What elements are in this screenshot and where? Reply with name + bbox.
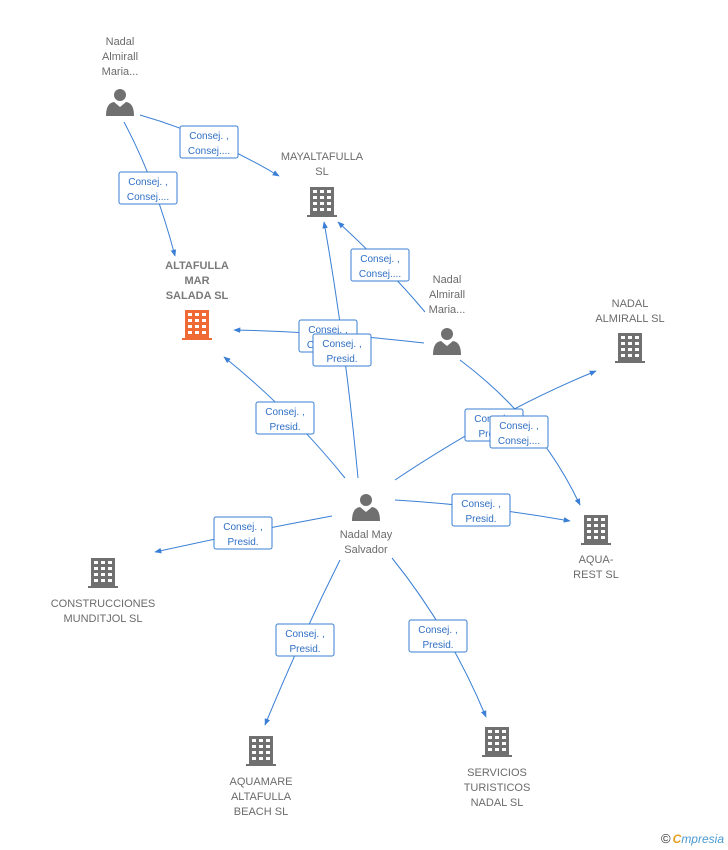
edge-label-text: Consej. , [461, 499, 500, 510]
brand-initial: C [672, 832, 682, 846]
edge-label-box [312, 333, 372, 367]
edge-label[interactable]: Consej. , Consej.... [489, 415, 549, 449]
nodes-layer: NadalAlmirallMaria...MAYALTAFULLASLALTAF… [51, 36, 665, 818]
node-label: AQUAMARE [230, 776, 293, 788]
edge-label[interactable]: Consej. , Presid. [255, 401, 315, 435]
edge-label[interactable]: Consej. , Presid. [408, 619, 468, 653]
node-label: NADAL SL [471, 797, 524, 809]
node-label: Almirall [429, 289, 465, 301]
copyright-icon: © [661, 831, 671, 846]
edge-labels-layer: Consej. ,Consej....Consej. ,Consej....Co… [118, 125, 549, 657]
building-icon [246, 736, 276, 766]
node-label: Nadal [433, 274, 462, 286]
person-icon [352, 494, 380, 521]
person-icon [433, 328, 461, 355]
edge-label-text: Consej.... [127, 192, 169, 203]
edge-label-box [275, 623, 335, 657]
edge-label-box [451, 493, 511, 527]
node-label: SL [315, 166, 328, 178]
edge-label-box [489, 415, 549, 449]
node-label: NADAL [612, 298, 649, 310]
brand-name: mpresia [681, 832, 724, 846]
edge-label[interactable]: Consej. , Presid. [451, 493, 511, 527]
node-label: CONSTRUCCIONES [51, 598, 156, 610]
node-label: MUNDITJOL SL [63, 613, 142, 625]
building-icon [88, 558, 118, 588]
edge-label-box [118, 171, 178, 205]
edge-label-text: Consej. , [418, 625, 457, 636]
node-label: Maria... [429, 304, 466, 316]
edge-label-text: Presid. [422, 640, 453, 651]
footer-brand[interactable]: ©Cmpresia [661, 831, 724, 846]
edge-label-text: Consej. , [265, 407, 304, 418]
edge-label-text: Consej. , [499, 421, 538, 432]
node-mayaltafulla[interactable]: MAYALTAFULLA SL [281, 151, 364, 217]
edge-label-text: Presid. [227, 537, 258, 548]
node-aqua-rest[interactable]: AQUA- REST SL [573, 515, 619, 581]
building-icon [615, 333, 645, 363]
node-label: REST SL [573, 569, 619, 581]
edge-label-text: Presid. [326, 354, 357, 365]
node-label: TURISTICOS [464, 782, 531, 794]
building-icon [581, 515, 611, 545]
node-label: BEACH SL [234, 806, 288, 818]
edge-label-text: Consej. , [308, 325, 347, 336]
edge-label-box [179, 125, 239, 159]
edge-label-text: Consej. , [322, 339, 361, 350]
edge-label-text: Presid. [465, 514, 496, 525]
node-nadal-almirall-maria-1[interactable]: NadalAlmirallMaria... [102, 36, 139, 116]
node-label: AQUA- [579, 554, 614, 566]
node-altafulla-mar-salada[interactable]: ALTAFULLA MAR SALADA SL [165, 260, 229, 340]
edge-label[interactable]: Consej. , Consej.... [118, 171, 178, 205]
edge-label[interactable]: Consej. , Consej.... [350, 248, 410, 282]
edge-label-text: Presid. [269, 422, 300, 433]
node-servicios-turisticos-nadal[interactable]: SERVICIOS TURISTICOS NADAL SL [464, 727, 531, 809]
node-nadal-almirall-maria-2[interactable]: NadalAlmirallMaria... [429, 274, 466, 355]
building-icon [307, 187, 337, 217]
edge-label-text: Consej. , [223, 522, 262, 533]
node-label: Nadal [106, 36, 135, 48]
edge-label-box [350, 248, 410, 282]
person-icon [106, 89, 134, 116]
node-label: Nadal May [340, 529, 393, 541]
node-label: MAYALTAFULLA [281, 151, 364, 163]
node-label: ALTAFULLA [231, 791, 292, 803]
edge-label-box [255, 401, 315, 435]
edge-label[interactable]: Consej. , Presid. [275, 623, 335, 657]
edge-label-text: Consej. , [189, 131, 228, 142]
node-label: ALTAFULLA [165, 260, 229, 272]
node-label: Maria... [102, 66, 139, 78]
node-label: ALMIRALL SL [595, 313, 664, 325]
building-icon [182, 310, 212, 340]
node-label: Salvador [344, 544, 388, 556]
edge-label-text: Consej.... [359, 269, 401, 280]
node-aquamare-altafulla-beach[interactable]: AQUAMARE ALTAFULLA BEACH SL [230, 736, 293, 818]
edge-label-text: Consej.... [498, 436, 540, 447]
node-label: MAR [184, 275, 209, 287]
node-nadal-almirall-sl[interactable]: NADAL ALMIRALL SL [595, 298, 665, 363]
node-label: Almirall [102, 51, 138, 63]
building-icon [482, 727, 512, 757]
node-label: SERVICIOS [467, 767, 527, 779]
edge-label-box [408, 619, 468, 653]
edge-label[interactable]: Consej. , Presid. [312, 333, 372, 367]
edge-label[interactable]: Consej. , Presid. [213, 516, 273, 550]
edge-label[interactable]: Consej. , Consej.... [179, 125, 239, 159]
edge-label-text: Presid. [289, 644, 320, 655]
edge-label-box [213, 516, 273, 550]
edge-label-text: Consej. , [360, 254, 399, 265]
edge-label-text: Consej. , [128, 177, 167, 188]
node-construcciones-munditjol[interactable]: CONSTRUCCIONES MUNDITJOL SL [51, 558, 156, 625]
edge-label-text: Consej. , [285, 629, 324, 640]
edge-label-text: Consej.... [188, 146, 230, 157]
node-label: SALADA SL [166, 290, 229, 302]
